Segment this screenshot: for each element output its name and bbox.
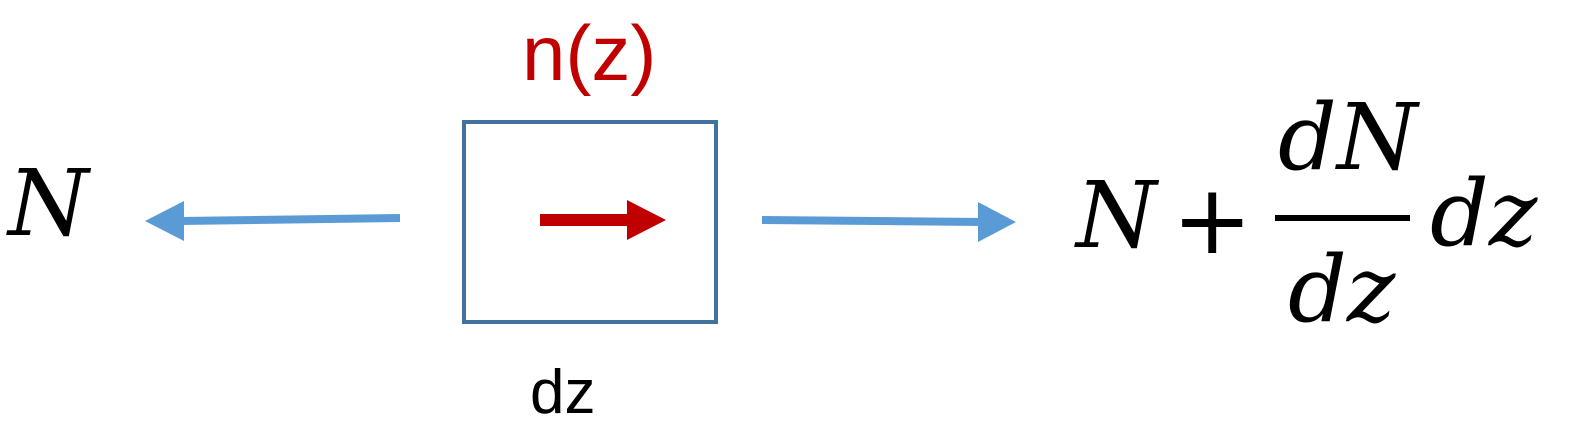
plus-operator: + (1172, 164, 1253, 276)
right-flux-base: N (1076, 162, 1157, 269)
source-label: n(z) (522, 9, 657, 97)
width-label: dz (530, 358, 596, 427)
right-flux-multiplier: dz (1430, 160, 1538, 267)
control-volume-box (462, 120, 718, 324)
fraction-denominator: dz (1288, 236, 1396, 343)
left-flux-label: N (8, 150, 89, 257)
fraction-bar (1275, 215, 1410, 221)
left-flux-arrow (145, 201, 401, 241)
fraction-numerator: dN (1278, 84, 1418, 191)
source-arrow (540, 200, 666, 240)
right-flux-arrow (761, 202, 1016, 242)
